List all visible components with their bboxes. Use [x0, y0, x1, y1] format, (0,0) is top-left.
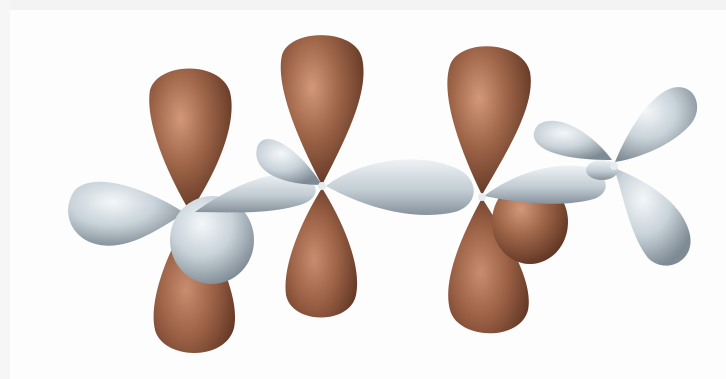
right-hybrid-lobe-back-left — [534, 121, 612, 160]
left-p-lobe-top — [149, 69, 231, 213]
left-hybrid-lobe-left — [68, 182, 185, 246]
left-border — [0, 0, 10, 379]
center-left-nucleus — [318, 182, 326, 190]
left-atom — [68, 69, 316, 354]
top-border — [0, 0, 726, 10]
center-left-atom — [256, 35, 473, 317]
right-hybrid-lobe-lower — [614, 168, 691, 266]
right-nucleus — [610, 162, 618, 170]
center-left-p-lobe-bottom — [285, 188, 357, 318]
center-right-nucleus — [478, 193, 486, 201]
right-hybrid-lobe-upper — [615, 87, 697, 162]
center-sigma-lobe — [326, 159, 474, 215]
